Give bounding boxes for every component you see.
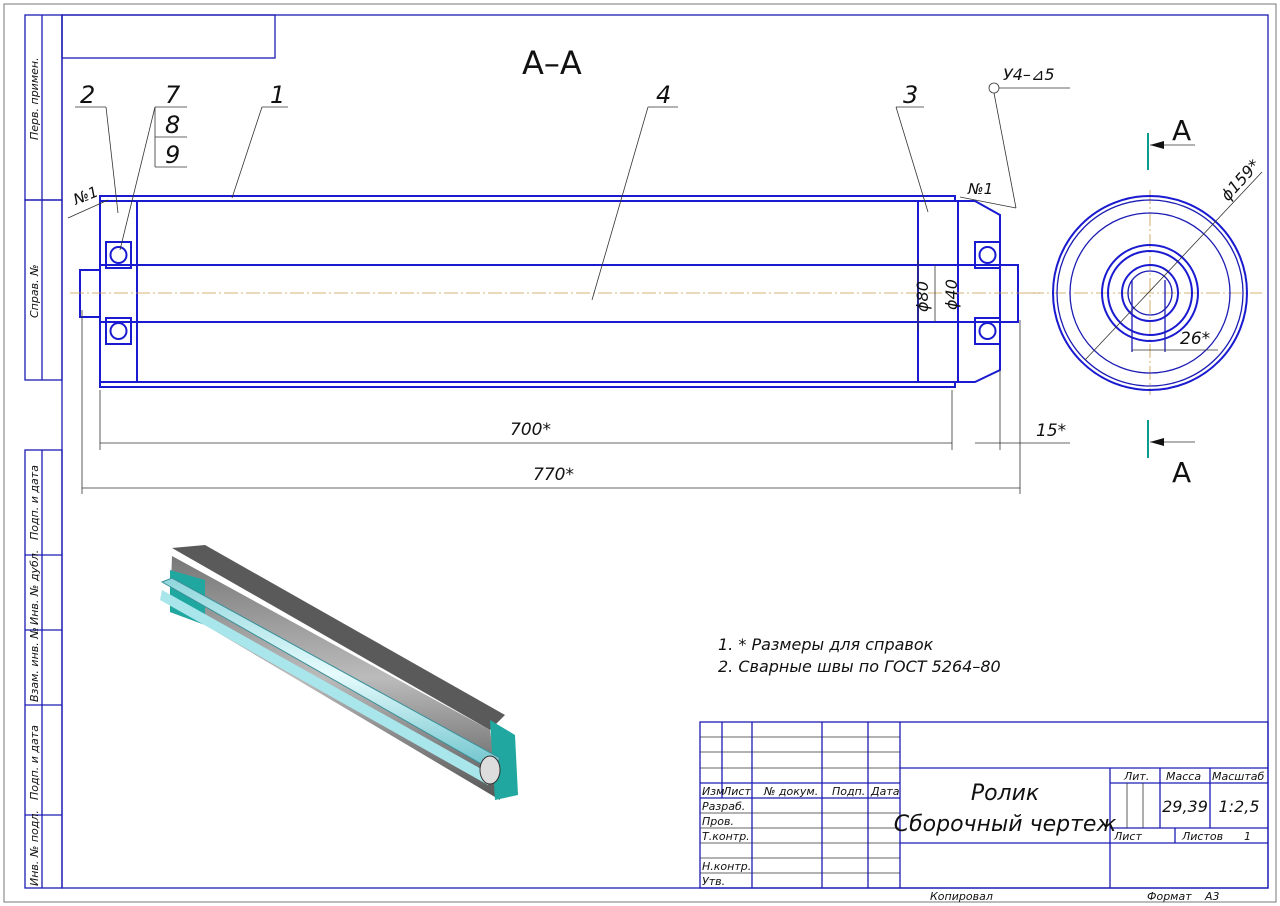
header-list: Лист bbox=[722, 785, 751, 798]
lit-label: Лит. bbox=[1123, 770, 1149, 783]
weld-mark-right: №1 bbox=[967, 180, 993, 198]
scale-label: Масштаб bbox=[1212, 770, 1264, 783]
callout-8: 8 bbox=[165, 111, 180, 139]
header-doc: № докум. bbox=[763, 785, 818, 798]
isometric-render bbox=[160, 545, 518, 800]
dim-15: 15* bbox=[1036, 421, 1066, 441]
drawing-name-line1: Ролик bbox=[971, 781, 1040, 806]
sheets-label: Листов bbox=[1181, 830, 1223, 843]
drawing-frame bbox=[61, 14, 1269, 889]
role-tech-control: Т.контр. bbox=[702, 830, 750, 843]
callout-3: 3 bbox=[903, 81, 918, 109]
sheet-border bbox=[3, 3, 1277, 903]
mass-value: 29,39 bbox=[1162, 797, 1208, 816]
dim-d159: ϕ159* bbox=[1217, 155, 1264, 204]
side-strip: Перв. примен. Справ. № Подп. и дата Инв.… bbox=[24, 14, 63, 889]
role-approved: Утв. bbox=[702, 875, 725, 888]
title-block: Изм Лист № докум. Подп. Дата Разраб. Про… bbox=[699, 721, 1269, 903]
callout-7: 7 bbox=[165, 81, 181, 109]
header-izm: Изм bbox=[702, 785, 724, 798]
dim-d80: ϕ80 bbox=[913, 281, 932, 312]
dim-26: 26* bbox=[1180, 329, 1210, 349]
sheet-label: Лист bbox=[1113, 830, 1142, 843]
dim-d40: ϕ40 bbox=[942, 279, 961, 310]
callout-4: 4 bbox=[656, 81, 671, 109]
header-sign: Подп. bbox=[832, 785, 865, 798]
strip-label: Подп. и дата bbox=[28, 465, 41, 540]
role-checker: Пров. bbox=[702, 815, 734, 828]
top-left-box bbox=[61, 14, 276, 59]
strip-label: Перв. примен. bbox=[28, 57, 41, 140]
sheets-value: 1 bbox=[1244, 830, 1251, 843]
scale-value: 1:2,5 bbox=[1218, 797, 1259, 816]
section-marker-top: А bbox=[1172, 114, 1191, 147]
format-value: А3 bbox=[1204, 890, 1220, 903]
dim-700: 700* bbox=[510, 420, 551, 440]
note-2: 2. Сварные швы по ГОСТ 5264–80 bbox=[718, 657, 1001, 676]
header-date: Дата bbox=[870, 785, 900, 798]
role-norm-control: Н.контр. bbox=[702, 860, 751, 873]
dim-770: 770* bbox=[533, 465, 574, 485]
drawing-name-line2: Сборочный чертеж bbox=[894, 812, 1117, 837]
strip-label: Инв. № подл. bbox=[28, 810, 41, 886]
weld-symbol: У4–⊿5 bbox=[1003, 65, 1055, 84]
strip-label: Подп. и дата bbox=[28, 725, 41, 800]
callout-9: 9 bbox=[165, 141, 180, 169]
section-title: А–А bbox=[522, 44, 582, 82]
roller-section-view bbox=[70, 195, 1040, 388]
strip-label: Инв. № дубл. bbox=[28, 550, 41, 625]
callout-1: 1 bbox=[270, 81, 285, 109]
callout-2: 2 bbox=[80, 81, 95, 109]
strip-label: Взам. инв. № bbox=[28, 627, 41, 702]
copied-label: Копировал bbox=[930, 890, 993, 903]
note-1: 1. * Размеры для справок bbox=[718, 635, 934, 654]
format-label: Формат bbox=[1147, 890, 1192, 903]
strip-label: Справ. № bbox=[28, 264, 41, 318]
mass-label: Масса bbox=[1166, 770, 1201, 783]
dimensions: 700* 770* 15* ϕ80 ϕ40 bbox=[81, 260, 1070, 494]
role-developer: Разраб. bbox=[702, 800, 745, 813]
section-marker-bottom: А bbox=[1172, 456, 1191, 489]
